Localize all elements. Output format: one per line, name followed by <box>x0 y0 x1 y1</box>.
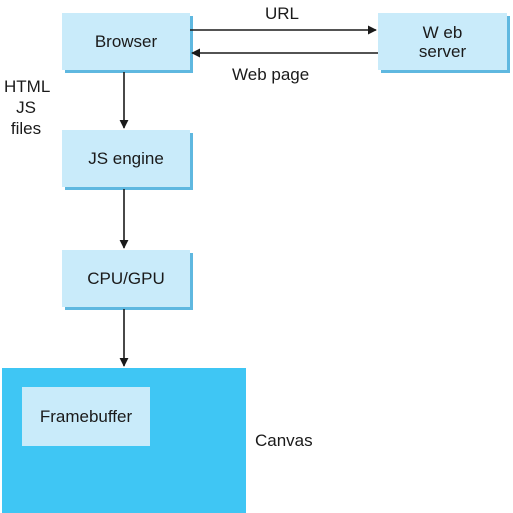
js-engine-node: JS engine <box>62 130 190 187</box>
cpu-gpu-label: CPU/GPU <box>87 269 165 288</box>
web-server-label: W eb server <box>418 22 467 61</box>
js-engine-label: JS engine <box>88 149 164 168</box>
framebuffer-label: Framebuffer <box>39 406 133 426</box>
canvas-label: Canvas <box>255 431 313 450</box>
framebuffer-node: Framebuffer <box>22 387 150 446</box>
web-page-label: Web page <box>232 65 310 84</box>
web-server-node: W eb server <box>378 13 507 70</box>
cpu-gpu-node: CPU/GPU <box>62 250 190 307</box>
browser-label: Browser <box>94 32 158 51</box>
browser-node: Browser <box>62 13 190 70</box>
html-js-files-label: HTML JS files <box>4 77 51 138</box>
url-label: URL <box>265 4 300 23</box>
